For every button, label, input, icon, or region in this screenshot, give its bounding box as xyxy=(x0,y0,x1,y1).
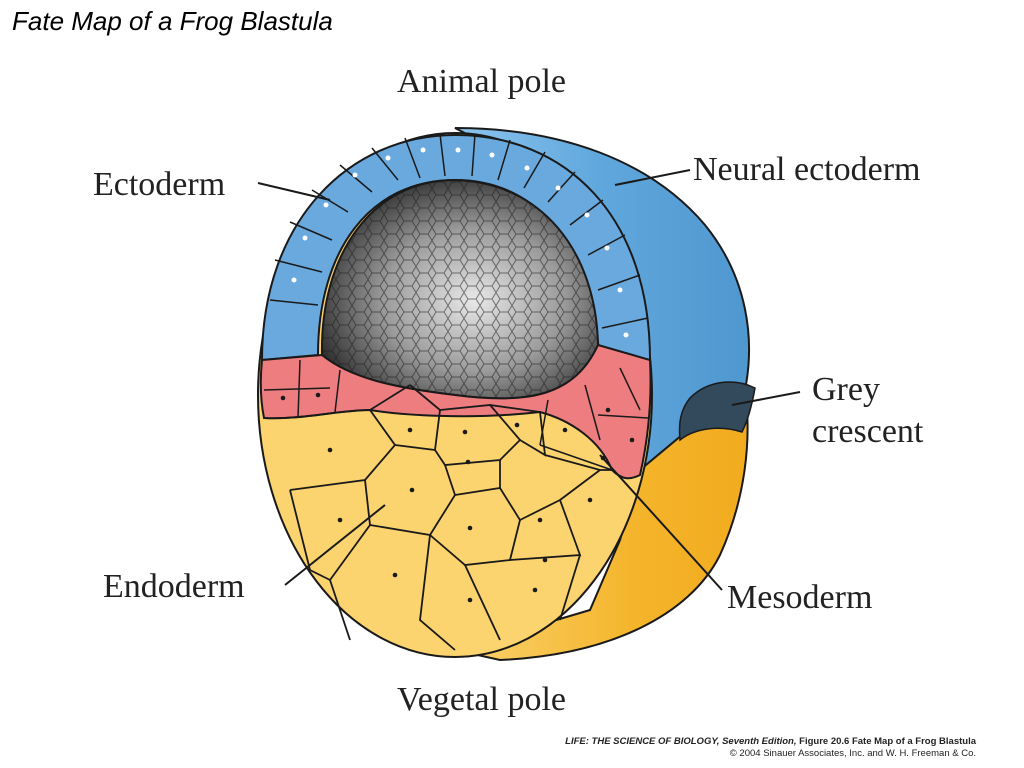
label-vegetal-pole: Vegetal pole xyxy=(397,681,566,718)
ectoderm-region xyxy=(260,133,652,370)
slide-title: Fate Map of a Frog Blastula xyxy=(12,6,333,36)
label-animal-pole: Animal pole xyxy=(397,63,566,100)
figure-credit: LIFE: THE SCIENCE OF BIOLOGY, Seventh Ed… xyxy=(565,736,976,760)
credit-copyright: © 2004 Sinauer Associates, Inc. and W. H… xyxy=(729,748,976,759)
ectoderm-leader-line xyxy=(257,182,331,201)
label-crescent: crescent xyxy=(812,413,924,450)
grey-crescent-region xyxy=(678,381,756,442)
credit-book-title: LIFE: THE SCIENCE OF BIOLOGY, Seventh Ed… xyxy=(565,736,797,747)
credit-figure: Figure 20.6 Fate Map of a Frog Blastula xyxy=(796,736,976,747)
label-neural-ectoderm: Neural ectoderm xyxy=(693,151,921,188)
label-mesoderm: Mesoderm xyxy=(727,579,872,616)
endoderm-region xyxy=(263,384,612,651)
blastocoel xyxy=(320,178,600,400)
neural-ectoderm-leader-line xyxy=(614,169,691,186)
label-grey: Grey xyxy=(812,371,880,408)
grey-crescent-leader-line xyxy=(731,391,801,406)
neural-ectoderm-region xyxy=(454,127,750,472)
endoderm-flank xyxy=(451,388,749,662)
mesoderm-leader-line xyxy=(599,454,723,591)
label-endoderm: Endoderm xyxy=(103,568,245,605)
endoderm-leader-line xyxy=(284,504,386,586)
label-ectoderm: Ectoderm xyxy=(93,166,225,203)
